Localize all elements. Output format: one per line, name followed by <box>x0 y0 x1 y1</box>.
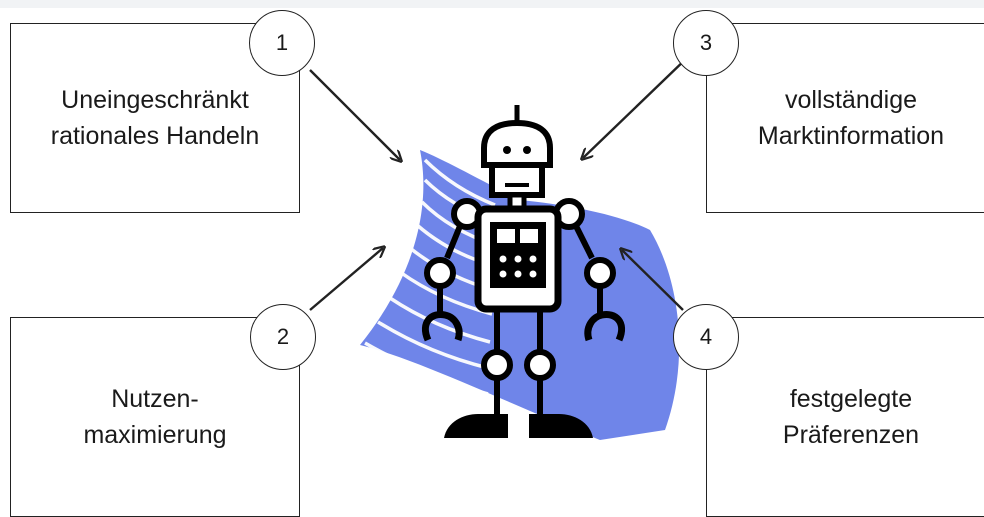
number-badge-2-text: 2 <box>276 324 290 349</box>
arrow-1 <box>309 69 400 160</box>
arrow-3 <box>583 54 691 158</box>
number-badge-3: 3 <box>673 10 739 76</box>
box-fixed-preferences-text: festgelegte Präferenzen <box>782 385 920 449</box>
number-badge-4: 4 <box>673 304 739 370</box>
box-utility-maximization-text: Nutzen- maximierung <box>83 385 227 449</box>
number-badge-1-text: 1 <box>275 30 289 55</box>
box-rational-action-text: Uneingeschränkt rationales Handeln <box>50 86 260 150</box>
robot-icon <box>421 105 626 438</box>
arrow-4 <box>622 250 684 311</box>
number-badge-1: 1 <box>249 10 315 76</box>
number-badge-3-text: 3 <box>699 30 713 55</box>
diagram-graphics <box>309 54 691 440</box>
top-bar <box>0 0 984 8</box>
number-badge-2: 2 <box>250 304 316 370</box>
box-fixed-preferences: festgelegte Präferenzen <box>706 317 984 517</box>
arrow-2 <box>309 248 383 311</box>
number-badge-4-text: 4 <box>699 324 713 349</box>
box-market-information-text: vollständige Marktinformation <box>757 86 945 150</box>
box-market-information: vollständige Marktinformation <box>706 23 984 213</box>
